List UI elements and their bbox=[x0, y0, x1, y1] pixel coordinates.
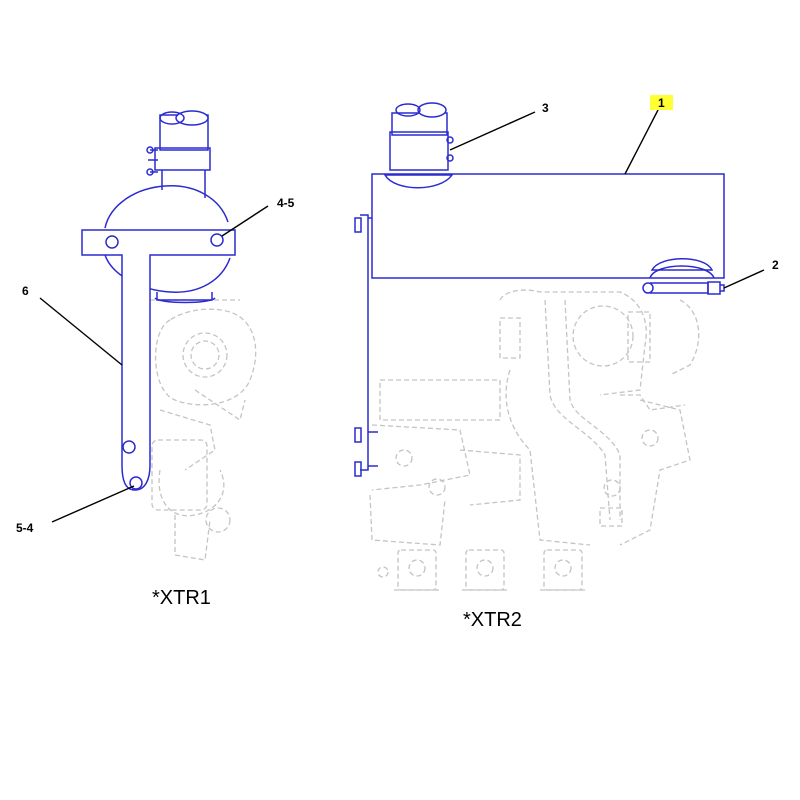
xtr2-engine-outline bbox=[369, 289, 700, 591]
view-label-xtr2: *XTR2 bbox=[463, 609, 522, 631]
callout-4-5[interactable]: 4-5 bbox=[277, 196, 295, 210]
view-xtr1: 4-5 6 5-4 *XTR1 bbox=[16, 110, 295, 609]
bolt-hole bbox=[129, 476, 143, 490]
xtr2-heat-shield bbox=[371, 173, 725, 279]
leader-4-5 bbox=[221, 205, 269, 237]
bolt-hole bbox=[105, 235, 119, 249]
leader-5-4 bbox=[51, 485, 135, 523]
leader-3 bbox=[449, 111, 536, 151]
callout-5-4[interactable]: 5-4 bbox=[16, 521, 34, 535]
view-xtr2: 1 2 3 *XTR2 bbox=[354, 95, 779, 631]
leader-1 bbox=[624, 109, 659, 175]
callout-6[interactable]: 6 bbox=[22, 284, 29, 298]
bolt-hole bbox=[122, 440, 136, 454]
view-label-xtr1: *XTR1 bbox=[152, 587, 211, 609]
callout-2[interactable]: 2 bbox=[772, 258, 779, 272]
callout-1[interactable]: 1 bbox=[658, 96, 665, 110]
xtr2-clamp-bolt bbox=[642, 281, 725, 295]
xtr1-exhaust-dome bbox=[104, 110, 231, 304]
leader-6 bbox=[39, 297, 123, 366]
callout-1-highlight bbox=[650, 95, 673, 110]
leader-2 bbox=[723, 269, 765, 289]
xtr1-engine-outline bbox=[150, 299, 257, 561]
xtr1-support-bracket bbox=[81, 229, 236, 491]
xtr2-side-bracket bbox=[354, 214, 378, 477]
bolt-hole bbox=[210, 233, 224, 247]
callout-3[interactable]: 3 bbox=[542, 101, 549, 115]
